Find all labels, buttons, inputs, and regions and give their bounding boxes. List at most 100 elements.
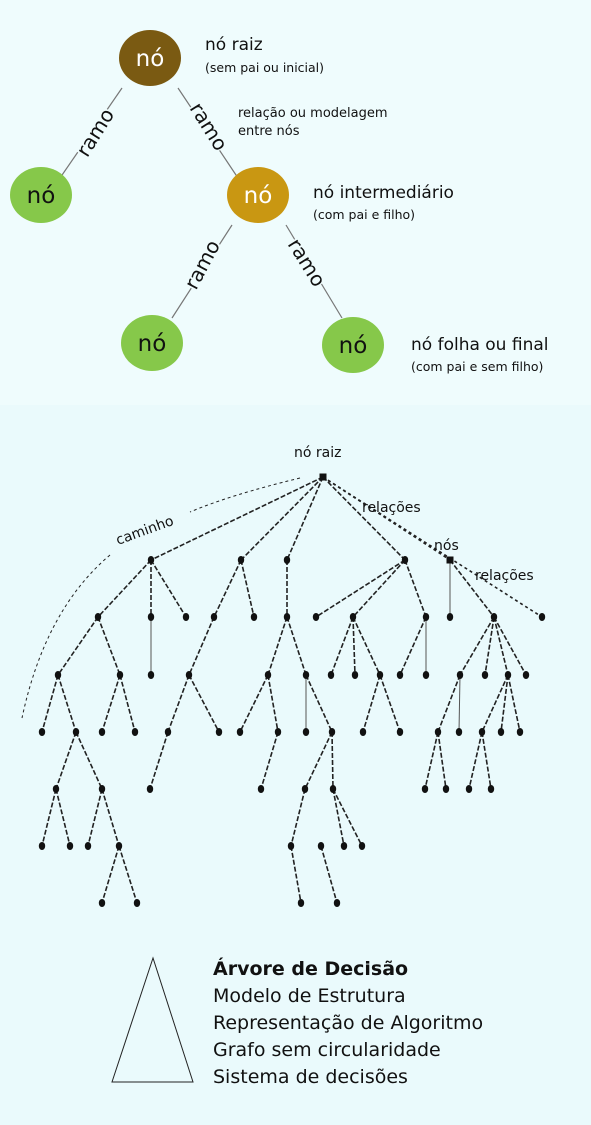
tree-edge bbox=[286, 476, 324, 561]
basic-tree-diagram: ramo ramo ramo ramo nó nó nó nó bbox=[10, 30, 549, 374]
tree-edge bbox=[188, 616, 215, 676]
bottom-left-leaf-node: nó bbox=[121, 315, 183, 371]
svg-text:caminho: caminho bbox=[114, 513, 176, 549]
tree-edge bbox=[260, 731, 279, 790]
legend-title: Árvore de Decisão bbox=[213, 957, 408, 980]
tree-node bbox=[237, 556, 245, 564]
tree-node bbox=[182, 613, 190, 621]
legend-line: Modelo de Estrutura bbox=[213, 985, 406, 1007]
tree-edge bbox=[55, 788, 71, 847]
tree-edge bbox=[118, 845, 138, 904]
tree-node bbox=[317, 842, 325, 850]
tree-node bbox=[250, 613, 258, 621]
tree-node bbox=[351, 671, 359, 679]
tree-edge bbox=[75, 731, 103, 790]
tree-edge bbox=[507, 674, 521, 733]
tree-node bbox=[538, 613, 546, 621]
relation-label-line1: relação ou modelagem bbox=[238, 106, 388, 121]
svg-text:nó: nó bbox=[244, 183, 273, 209]
tree-node bbox=[522, 671, 530, 679]
tree-node bbox=[446, 613, 454, 621]
tree-edge bbox=[315, 559, 406, 618]
tree-node bbox=[146, 785, 154, 793]
tree-node bbox=[490, 613, 498, 621]
tree-node bbox=[115, 842, 123, 850]
left-leaf-node: nó bbox=[10, 167, 72, 223]
tree-edge bbox=[101, 674, 121, 733]
tree-node bbox=[421, 785, 429, 793]
tree-node bbox=[312, 613, 320, 621]
tree-node bbox=[319, 473, 327, 481]
tree-node bbox=[52, 785, 60, 793]
tree-node bbox=[359, 728, 367, 736]
tree-node bbox=[358, 842, 366, 850]
tree-edge bbox=[330, 616, 354, 676]
tree-node bbox=[340, 842, 348, 850]
tree-edge bbox=[352, 559, 406, 618]
tree-node bbox=[98, 785, 106, 793]
tree-node bbox=[478, 728, 486, 736]
tree-node bbox=[131, 728, 139, 736]
tree-node bbox=[38, 728, 46, 736]
tree-node bbox=[38, 842, 46, 850]
tree-edge bbox=[55, 731, 77, 790]
triangle-icon bbox=[111, 956, 194, 1083]
tree-node bbox=[328, 728, 336, 736]
svg-text:nó: nó bbox=[339, 333, 368, 359]
tree-edge bbox=[57, 674, 77, 733]
tree-edge bbox=[240, 476, 324, 561]
tree-edge bbox=[322, 476, 451, 561]
tree-node bbox=[215, 728, 223, 736]
tree-edge bbox=[500, 674, 509, 733]
root-label: nó raiz bbox=[205, 35, 263, 55]
tree-edge bbox=[481, 731, 492, 790]
tree-node bbox=[456, 671, 464, 679]
tree-edge bbox=[481, 674, 509, 733]
intermediate-label: nó intermediário bbox=[313, 183, 454, 203]
tree-edge bbox=[41, 674, 59, 733]
tree-edge bbox=[331, 731, 334, 790]
tree-edge bbox=[150, 559, 187, 618]
tree-edge bbox=[493, 616, 509, 676]
tree-node bbox=[396, 728, 404, 736]
tree-edge bbox=[150, 476, 324, 561]
svg-text:nó: nó bbox=[27, 183, 56, 209]
tree-edge bbox=[97, 616, 121, 676]
tree-node bbox=[327, 671, 335, 679]
tree-node bbox=[329, 785, 337, 793]
tree-edge bbox=[404, 559, 427, 618]
tree-edge bbox=[57, 616, 99, 676]
tree-edge bbox=[332, 788, 345, 847]
tree-node bbox=[257, 785, 265, 793]
tree-edge bbox=[379, 674, 401, 733]
tree-node bbox=[185, 671, 193, 679]
tree-node bbox=[297, 899, 305, 907]
relations-label-2: relações bbox=[475, 568, 534, 584]
tree-node bbox=[264, 671, 272, 679]
tree-node bbox=[274, 728, 282, 736]
tree-node bbox=[72, 728, 80, 736]
tree-node bbox=[98, 728, 106, 736]
tree-node bbox=[147, 613, 155, 621]
tree-node bbox=[116, 671, 124, 679]
tree-node bbox=[422, 671, 430, 679]
tree-edge bbox=[322, 476, 406, 561]
tree-node bbox=[54, 671, 62, 679]
tree-node bbox=[455, 728, 463, 736]
tree-edge bbox=[213, 559, 242, 618]
tree-edge bbox=[149, 731, 169, 790]
tree-edge bbox=[101, 788, 120, 847]
tree-node bbox=[236, 728, 244, 736]
tree-node bbox=[396, 671, 404, 679]
tree-edge bbox=[239, 674, 269, 733]
tree-edge bbox=[286, 616, 307, 676]
tree-edge bbox=[305, 674, 333, 733]
tree-node bbox=[147, 671, 155, 679]
bottom-panel bbox=[0, 405, 591, 1125]
tree-edge bbox=[167, 674, 190, 733]
path-indicator-long bbox=[21, 554, 111, 719]
tree-edge bbox=[304, 731, 333, 790]
legend-line: Representação de Algoritmo bbox=[213, 1012, 483, 1034]
relation-label-line2: entre nós bbox=[238, 124, 300, 139]
leaf-label: nó folha ou final bbox=[411, 335, 549, 355]
